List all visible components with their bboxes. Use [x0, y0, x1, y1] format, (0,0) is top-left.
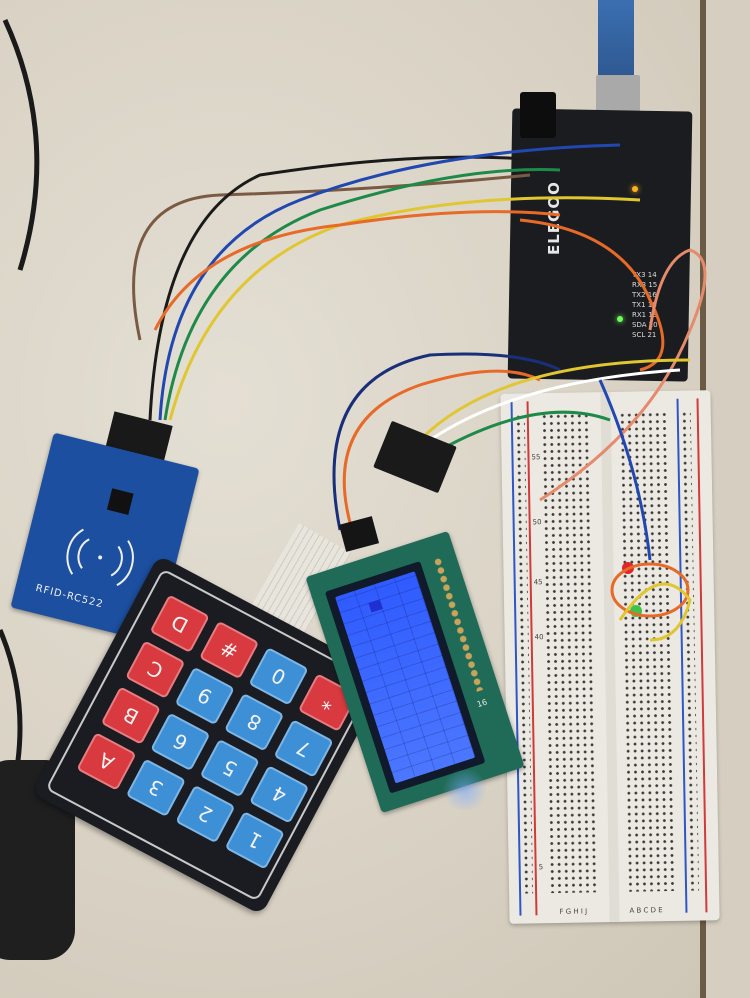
pin-label: TX2 16 [632, 291, 657, 299]
backlight-glow [440, 770, 490, 810]
pin-label: SCL 21 [632, 331, 657, 339]
pin-label: TX3 14 [632, 271, 657, 279]
key-6[interactable]: 6 [150, 712, 211, 772]
key-8[interactable]: 8 [223, 692, 285, 752]
rfid-rc522-module: RFID-RC522 [10, 432, 200, 644]
antenna-waves-icon [66, 528, 134, 587]
lcd-pin-label: 16 [475, 697, 489, 710]
status-led-icon [617, 316, 623, 322]
key-9[interactable]: 9 [174, 666, 235, 726]
pin-label: RX3 15 [632, 281, 658, 289]
power-jack [520, 92, 556, 138]
board-pin-labels: TX3 14 RX3 15 TX2 16 TX1 18 RX1 19 SDA 2… [632, 270, 658, 340]
pin-label: SDA 20 [632, 321, 658, 329]
key-5[interactable]: 5 [199, 738, 260, 798]
rfid-chip [106, 488, 134, 515]
power-led-icon [632, 186, 638, 192]
pin-label: TX1 18 [632, 301, 657, 309]
pin-label: RX1 19 [632, 311, 658, 319]
lcd-cursor-block [368, 599, 383, 613]
